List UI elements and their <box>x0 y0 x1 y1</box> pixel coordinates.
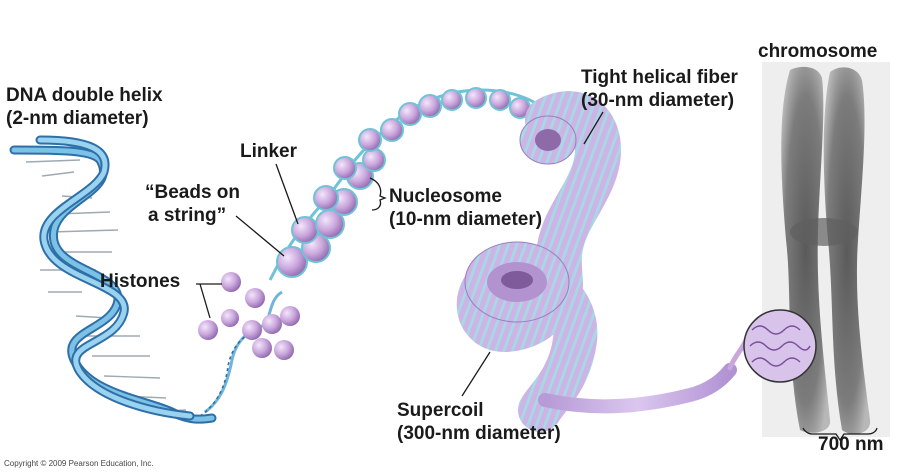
label-nucleosome-line2: (10-nm diameter) <box>389 209 543 230</box>
dna-helix-icon <box>9 135 217 424</box>
label-chromosome-text: chromosome <box>758 41 878 62</box>
label-supercoil: Supercoil (300-nm diameter) <box>397 399 561 445</box>
histone-bead-icon <box>198 272 300 360</box>
label-nucleosome: Nucleosome (10-nm diameter) <box>389 185 542 231</box>
label-dna-double-helix: DNA double helix (2-nm diameter) <box>6 84 163 130</box>
scale-bracket <box>802 427 878 442</box>
label-scale-700nm: 700 nm <box>818 433 883 456</box>
dna-strand-twist <box>199 329 259 417</box>
label-scale-text: 700 nm <box>818 434 884 455</box>
magnifier-circle-icon <box>743 309 817 383</box>
label-histones-text: Histones <box>100 271 181 292</box>
label-beads-line1: “Beads on <box>145 182 241 203</box>
label-chromosome: chromosome <box>758 40 877 63</box>
label-linker: Linker <box>240 140 297 163</box>
label-beads-line2: a string” <box>148 205 227 226</box>
tight-leader <box>583 111 604 145</box>
supercoil-leader <box>461 351 491 397</box>
label-tight-line2: (30-nm diameter) <box>581 90 735 111</box>
label-supercoil-line1: Supercoil <box>397 400 484 421</box>
histones-leader <box>196 283 222 319</box>
label-supercoil-line2: (300-nm diameter) <box>397 423 561 444</box>
supercoil-icon <box>456 241 765 432</box>
label-nucleosome-line1: Nucleosome <box>389 186 502 207</box>
copyright-notice: Copyright © 2009 Pearson Education, Inc. <box>4 459 154 468</box>
label-linker-text: Linker <box>240 141 298 162</box>
nucleosome-bracket <box>369 177 387 211</box>
label-dna-double-helix-line2: (2-nm diameter) <box>6 108 149 129</box>
label-dna-double-helix-line1: DNA double helix <box>6 85 163 106</box>
beads-leader <box>235 215 285 257</box>
label-tight-line1: Tight helical fiber <box>581 67 738 88</box>
label-beads-on-a-string: “Beads on a string” <box>145 181 240 227</box>
linker-leader <box>275 163 299 225</box>
label-histones: Histones <box>100 270 180 293</box>
label-tight-helical-fiber: Tight helical fiber (30-nm diameter) <box>581 66 738 112</box>
